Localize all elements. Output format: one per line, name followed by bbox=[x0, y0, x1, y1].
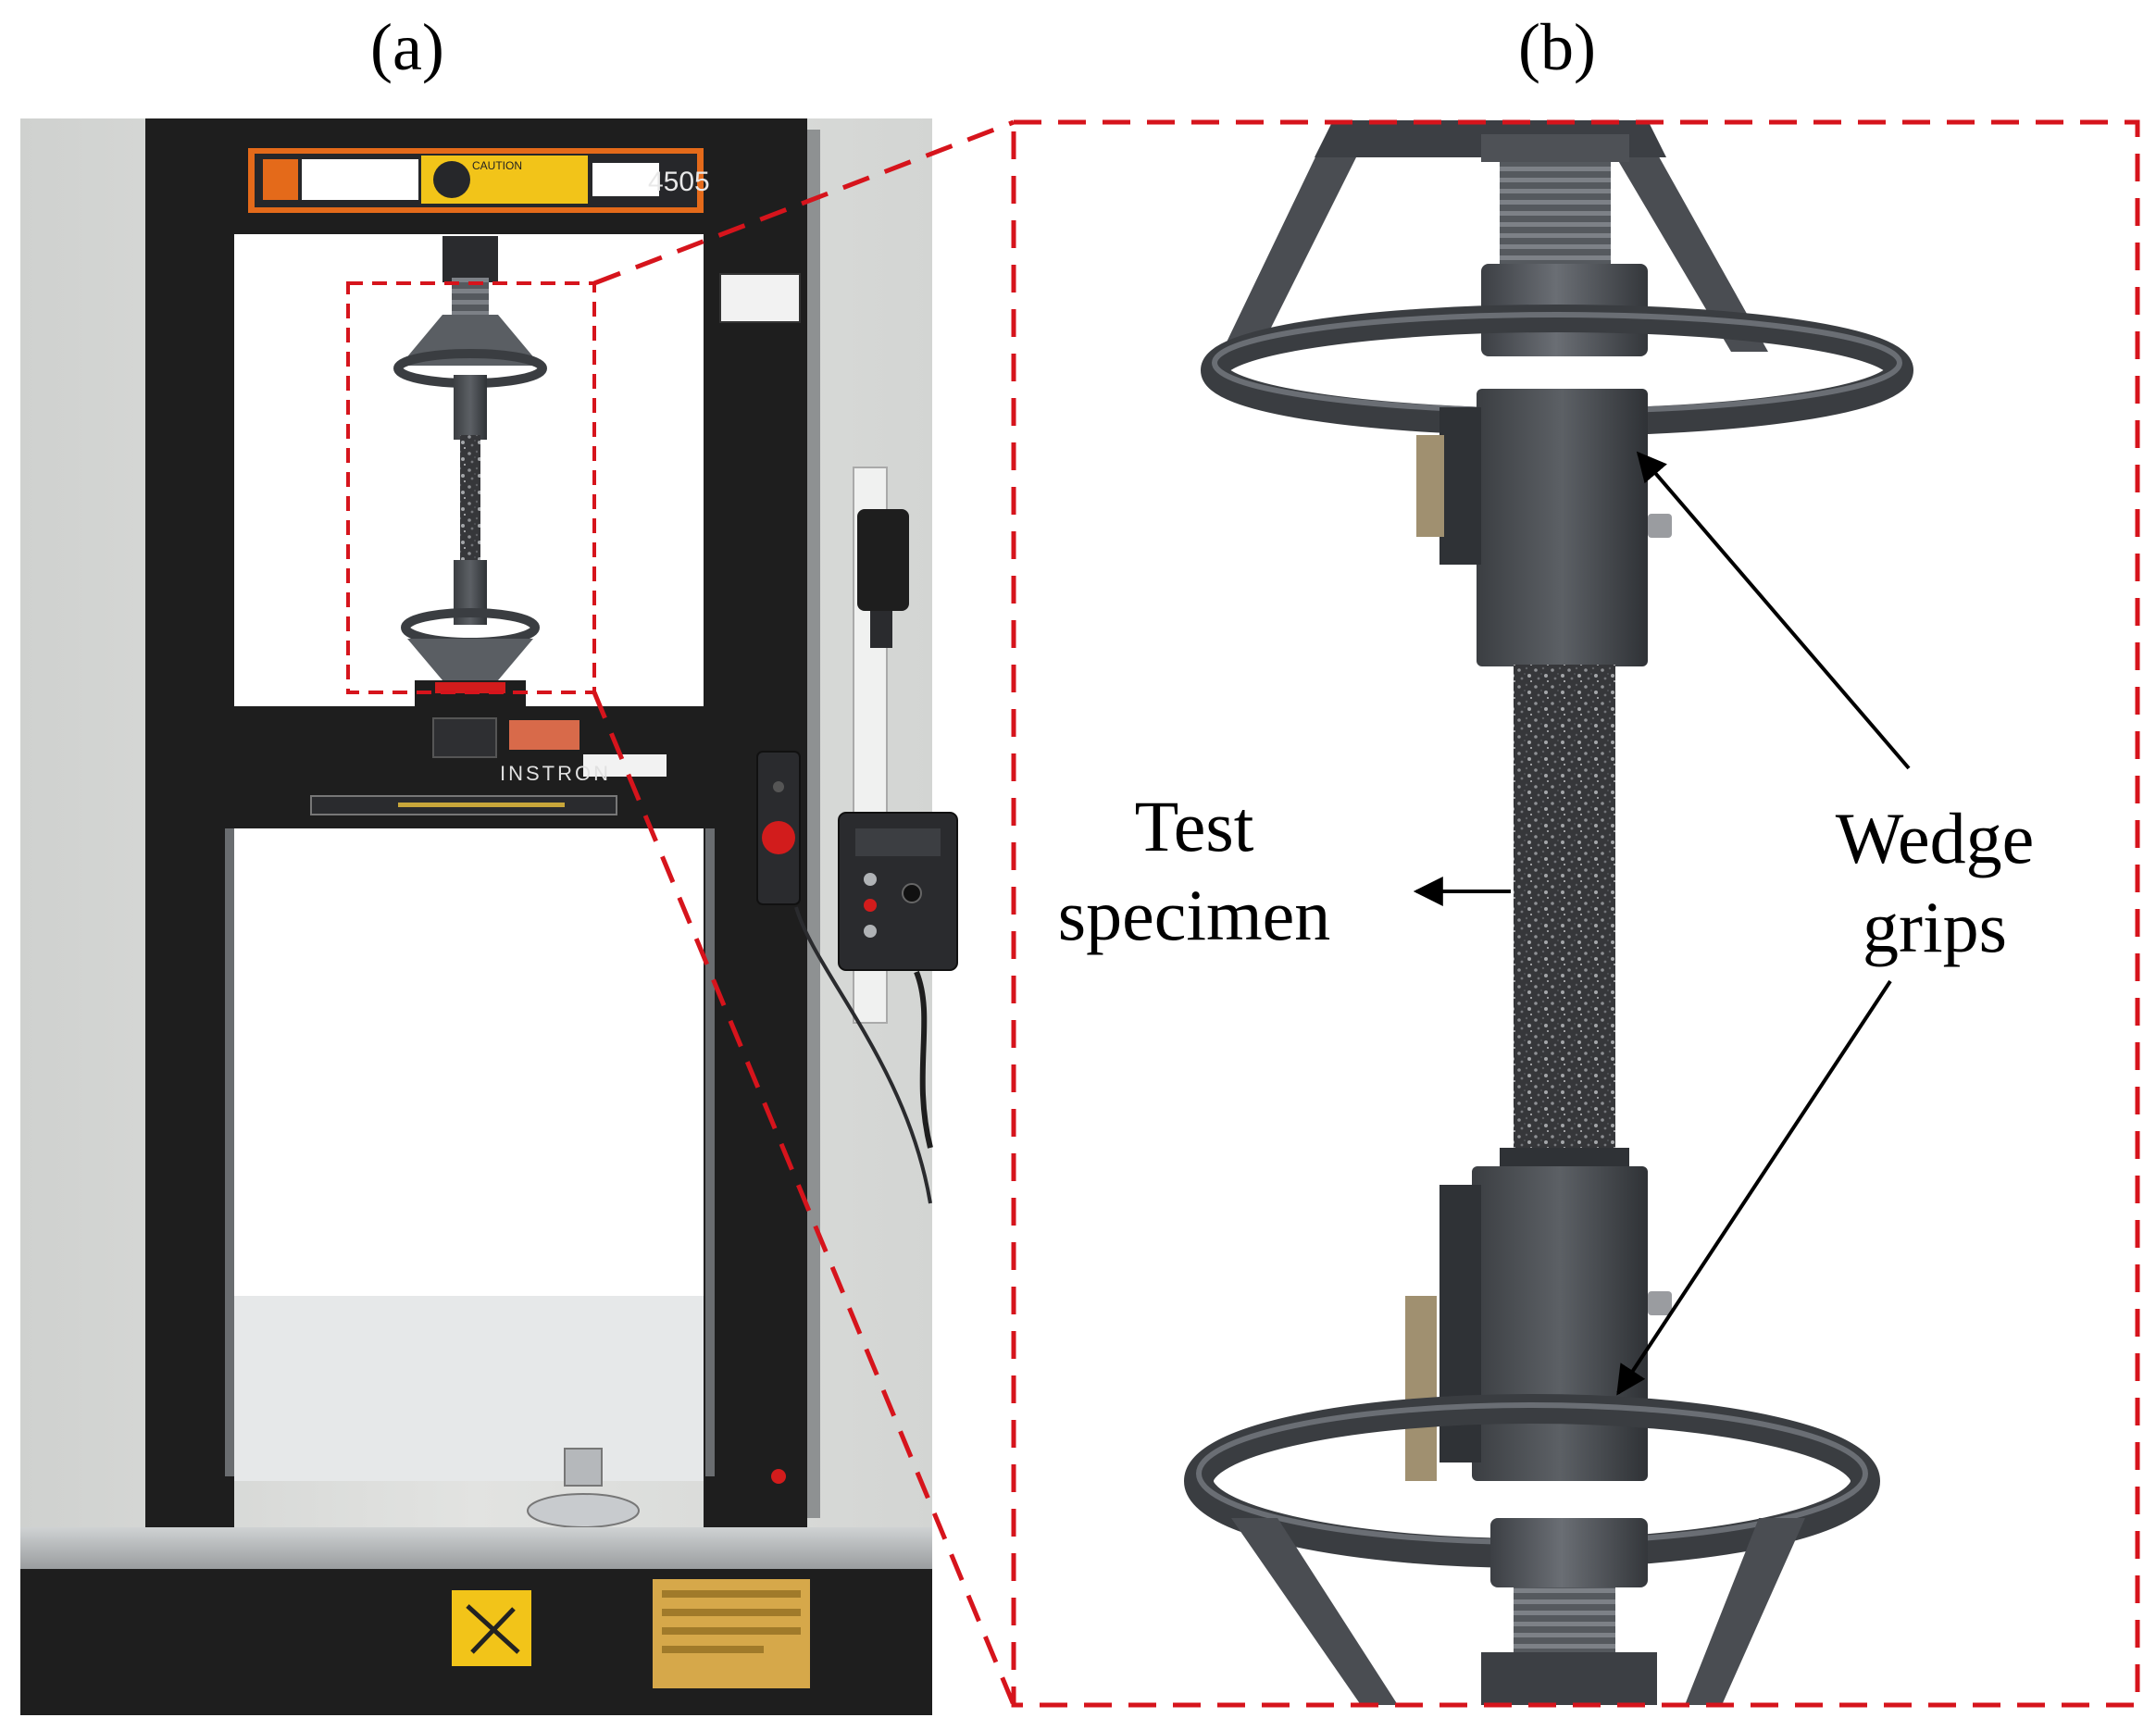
upper-grip-screw bbox=[1648, 514, 1672, 538]
column-edge bbox=[807, 130, 820, 1518]
model-number: 4505 bbox=[648, 167, 710, 197]
serial-plate bbox=[592, 163, 659, 196]
info-plate-line-2 bbox=[662, 1609, 801, 1616]
base-switch-panel bbox=[757, 1453, 800, 1518]
test-specimen-line-2: specimen bbox=[1057, 875, 1331, 955]
pendant-button-1 bbox=[864, 873, 877, 886]
warning-hand-icon bbox=[263, 159, 298, 200]
panel-b-photo bbox=[1184, 120, 1913, 1705]
lower-grip-body-a bbox=[407, 639, 533, 680]
load-cell bbox=[442, 236, 498, 282]
pendant-display bbox=[855, 828, 941, 856]
test-specimen-b bbox=[1514, 665, 1615, 1174]
limit-switch-cable bbox=[870, 611, 892, 648]
base-fixture-flange bbox=[527, 1493, 640, 1528]
lower-arm-left bbox=[1231, 1518, 1398, 1705]
left-lead-screw bbox=[225, 828, 234, 1476]
lower-grip-spring bbox=[1405, 1296, 1437, 1481]
lower-grip-arrow bbox=[1616, 979, 1892, 1396]
info-plate-line-3 bbox=[662, 1627, 801, 1635]
pendant-cable bbox=[914, 970, 933, 1149]
crosshead-brand: INSTRON bbox=[500, 762, 611, 785]
upper-nut-b bbox=[1481, 134, 1629, 162]
name-plate bbox=[302, 159, 418, 200]
zoom-panel-frame bbox=[1011, 119, 2140, 1708]
lower-collar-b bbox=[1490, 1518, 1648, 1587]
pendant-knob bbox=[902, 883, 922, 903]
panel-a-photo: CAUTION 4505 INSTRON bbox=[20, 118, 958, 1715]
wedge-grips-line-2: grips bbox=[1863, 887, 2007, 967]
upper-wedge-a bbox=[454, 375, 487, 440]
zoom-connector-top bbox=[593, 119, 1015, 286]
estop-indicator bbox=[773, 781, 784, 792]
wedge-grips-label: Wedge grips bbox=[1796, 794, 2074, 972]
crosshead-warning-sticker bbox=[509, 720, 580, 750]
base-fixture-post bbox=[564, 1448, 603, 1487]
upper-wedge-grip-b bbox=[1477, 389, 1648, 666]
lower-thread-b bbox=[1514, 1587, 1615, 1657]
lower-wedge-grip-b bbox=[1472, 1166, 1648, 1481]
lower-grip-screw bbox=[1648, 1291, 1672, 1315]
upper-grip-side-plate bbox=[1439, 407, 1481, 565]
emergency-stop-icon bbox=[762, 821, 795, 854]
upper-grip-arrow bbox=[1636, 451, 1911, 770]
estop-cable bbox=[794, 906, 932, 1204]
caution-hand-icon bbox=[433, 161, 470, 198]
crosshead-strip-line bbox=[398, 803, 565, 807]
lower-arm-right bbox=[1685, 1518, 1805, 1705]
caution-text: CAUTION bbox=[472, 159, 522, 172]
base-switch-led bbox=[771, 1469, 786, 1484]
info-plate-line-1 bbox=[662, 1590, 801, 1598]
column-sticker bbox=[719, 273, 801, 323]
no-hands-icon bbox=[466, 1604, 520, 1654]
lower-nut-b bbox=[1481, 1652, 1657, 1705]
specimen-a bbox=[460, 435, 480, 565]
zoom-region-box bbox=[346, 281, 596, 694]
right-lead-screw bbox=[705, 828, 715, 1476]
upper-grip-spring bbox=[1416, 435, 1444, 537]
upper-arm-right bbox=[1611, 120, 1768, 352]
wedge-grips-line-1: Wedge bbox=[1835, 798, 2035, 878]
upper-arm-left bbox=[1222, 120, 1361, 352]
machine-base-top bbox=[20, 1527, 932, 1569]
test-specimen-label: Test specimen bbox=[1037, 782, 1352, 960]
crosshead-sticker bbox=[583, 754, 667, 777]
limit-switch bbox=[857, 509, 909, 611]
pendant-button-3 bbox=[864, 925, 877, 938]
panel-label-b: (b) bbox=[1518, 10, 1596, 84]
lower-opening-shadow bbox=[233, 1296, 707, 1481]
test-specimen-line-1: Test bbox=[1134, 786, 1254, 866]
pendant-button-2 bbox=[864, 899, 877, 912]
panel-label-a: (a) bbox=[370, 10, 444, 84]
crosshead-logo bbox=[432, 717, 497, 758]
left-column bbox=[145, 118, 234, 1530]
info-plate-line-4 bbox=[662, 1646, 764, 1653]
zoom-connector-bottom bbox=[592, 691, 1016, 1706]
